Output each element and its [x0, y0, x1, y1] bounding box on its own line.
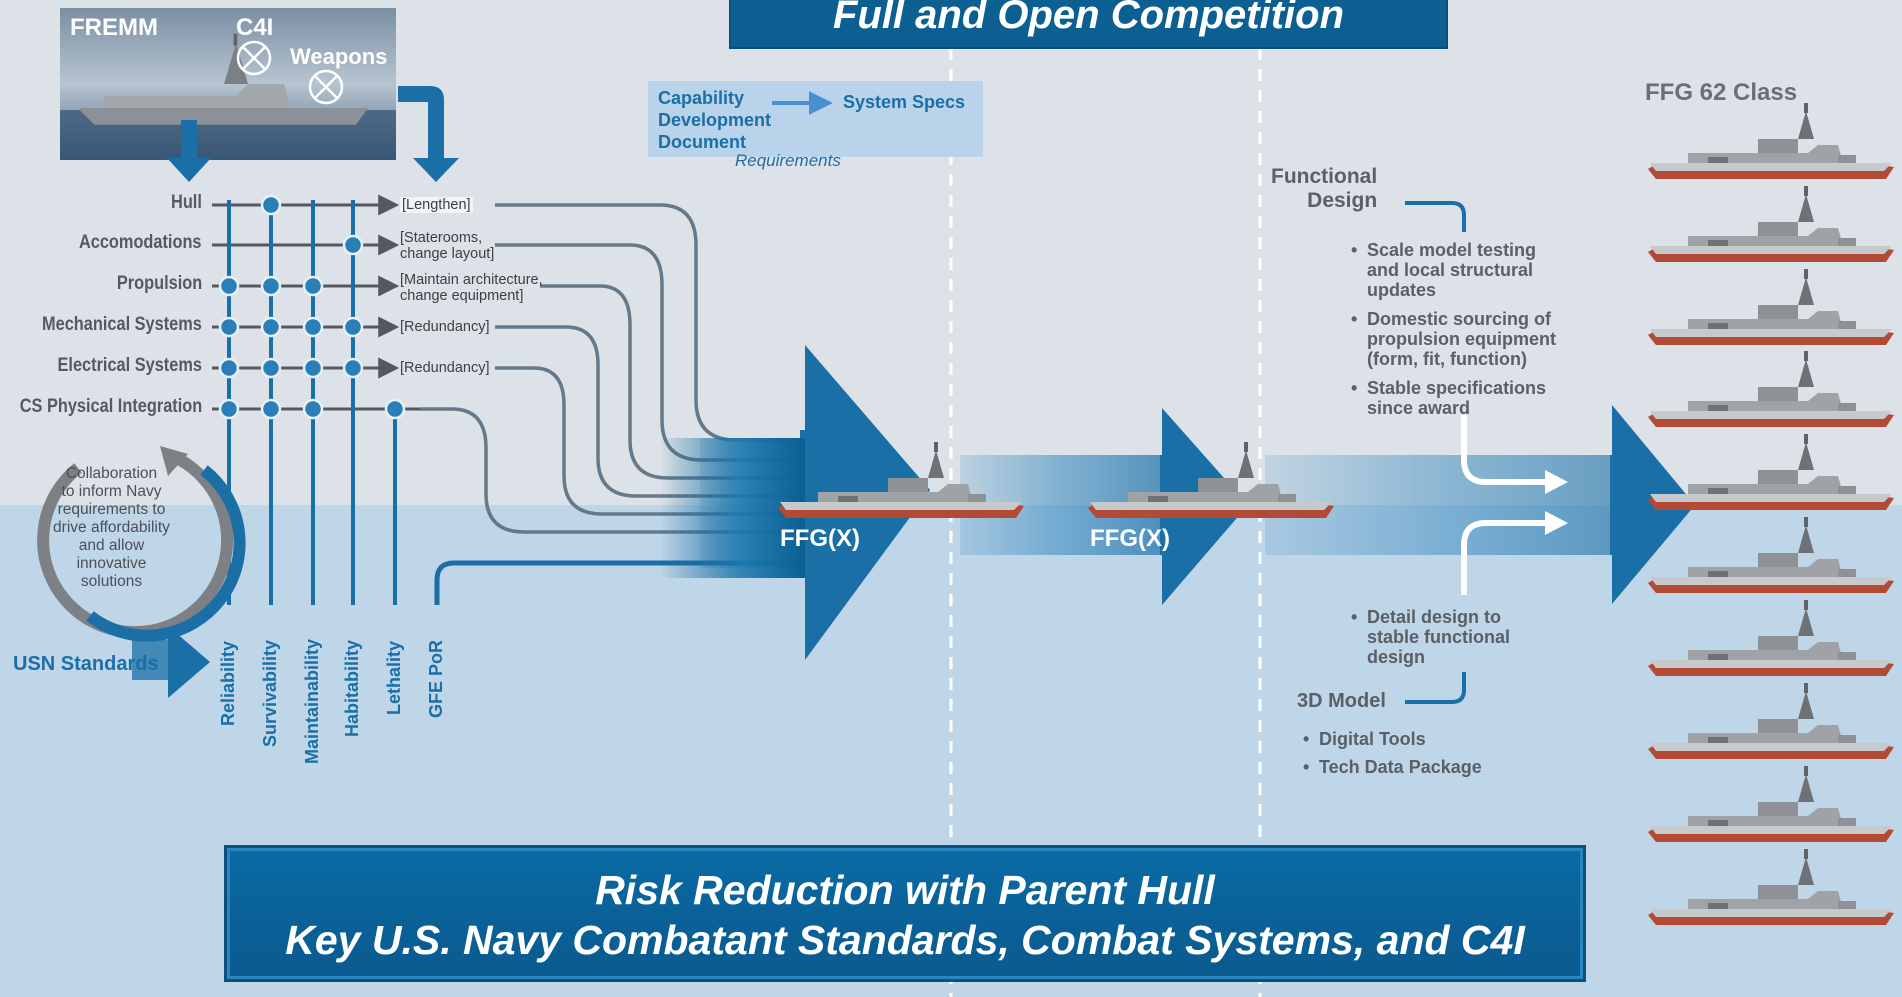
- col-label-reliability: Reliability: [218, 640, 238, 726]
- row-label-electrical: Electrical Systems: [57, 355, 202, 376]
- c4i-label: C4I: [236, 14, 274, 41]
- bottom-banner-line1: Risk Reduction with Parent Hull: [595, 867, 1215, 913]
- bottom-banner: Risk Reduction with Parent Hull Key U.S.…: [224, 845, 1586, 982]
- row-label-accomodations: Accomodations: [79, 232, 202, 253]
- col-label-survivability: Survivability: [260, 639, 280, 747]
- fremm-label: FREMM: [70, 14, 158, 41]
- weapons-label: Weapons: [290, 44, 388, 69]
- fd-bullet-3: Stable specifications since award: [1351, 378, 1546, 418]
- annotation-lengthen: [Lengthen]: [400, 197, 473, 213]
- usn-standards-label: USN Standards: [13, 653, 159, 675]
- cdd-label: Capability Development Document: [658, 88, 772, 152]
- fremm-photo: [60, 8, 396, 160]
- row-label-hull: Hull: [171, 192, 202, 213]
- col-label-habitability: Habitability: [342, 639, 362, 737]
- model-3d-title: 3D Model: [1297, 690, 1386, 712]
- functional-design-title: Functional Design: [1271, 165, 1378, 212]
- requirements-caption: Requirements: [735, 151, 841, 170]
- annotation-staterooms: [Staterooms, change layout]: [400, 230, 495, 262]
- fd-bullet-1: Scale model testing and local structural…: [1351, 240, 1536, 300]
- model-bullet-tech-data: Tech Data Package: [1303, 757, 1482, 777]
- system-specs-label: System Specs: [843, 92, 966, 112]
- ffgx-label-2: FFG(X): [1090, 525, 1170, 552]
- model-bullet-detail: Detail design to stable functional desig…: [1351, 607, 1510, 667]
- col-label-lethality: Lethality: [384, 640, 404, 715]
- col-label-gfe-por: GFE PoR: [426, 639, 446, 718]
- annotation-redundancy-2: [Redundancy]: [400, 360, 490, 376]
- top-banner: Full and Open Competition: [729, 0, 1448, 49]
- fd-bullet-2: Domestic sourcing of propulsion equipmen…: [1351, 309, 1556, 369]
- bottom-banner-line2: Key U.S. Navy Combatant Standards, Comba…: [285, 917, 1525, 963]
- row-label-mechanical: Mechanical Systems: [42, 314, 202, 335]
- model-bullet-digital-tools: Digital Tools: [1303, 729, 1426, 749]
- ffg62-title: FFG 62 Class: [1645, 79, 1798, 106]
- row-label-cs-integration: CS Physical Integration: [19, 396, 202, 417]
- collaboration-text: Collaboration to inform Navy requirement…: [53, 465, 170, 590]
- annotation-maintain-architecture: [Maintain architecture, change equipment…: [400, 272, 543, 304]
- col-label-maintainability: Maintainability: [302, 638, 322, 764]
- annotation-redundancy-1: [Redundancy]: [400, 319, 490, 335]
- row-label-propulsion: Propulsion: [116, 273, 202, 294]
- ffgx-label-1: FFG(X): [780, 525, 860, 552]
